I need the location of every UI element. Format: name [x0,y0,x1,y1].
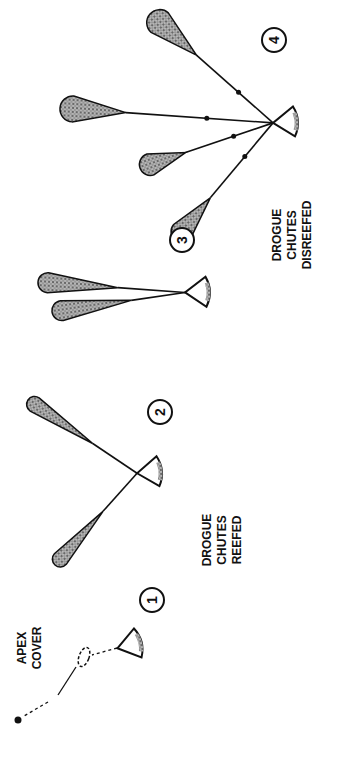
reefing-ring [231,134,236,139]
heat-shield [207,283,209,301]
heat-shield [294,112,297,130]
drogue-canopy [59,95,127,126]
riser-line [118,288,185,293]
callout-circle: 4 [261,27,287,53]
drogue-canopy [24,393,98,450]
stage-2-figure [24,393,164,570]
part-label: APEX COVER [15,618,45,678]
stage-4-figure [59,4,299,247]
heat-shield [136,634,142,652]
riser-line [131,292,185,300]
drogue-canopy [136,142,189,178]
riser-line [103,473,137,511]
riser-line [93,443,137,473]
command-module [136,456,164,488]
reefing-ring [236,90,241,95]
command-module [114,627,146,662]
riser-line [196,55,273,123]
drogue-canopy [49,506,109,570]
callout-number: 4 [267,36,281,44]
separation-path [92,648,117,655]
callout-circle: 3 [169,227,195,253]
drogue-canopy [37,272,118,298]
stage-1-figure [114,627,146,662]
apex-cover [76,646,92,668]
stage-3-figure [37,272,210,322]
heat-shield [158,462,161,480]
riser-line [210,123,273,198]
drogue-canopy [141,4,205,65]
stage-label: DROGUE CHUTES DISREEFED [270,190,315,280]
stage-label: DROGUE CHUTES REEFED [200,505,245,575]
pilot-chute [15,717,22,724]
apex-cover-figure [15,646,118,724]
riser-line [126,113,273,123]
leader-line [58,667,76,695]
callout-circle: 1 [139,587,165,613]
command-module [185,277,211,308]
pilot-line [24,702,48,716]
callout-number: 2 [153,408,167,416]
reefing-ring [204,116,209,121]
reefing-ring [242,154,247,159]
callout-circle: 2 [147,399,173,425]
command-module [272,106,299,138]
callout-number: 1 [145,596,159,604]
callout-number: 3 [175,236,189,244]
drogue-canopy [51,290,133,321]
